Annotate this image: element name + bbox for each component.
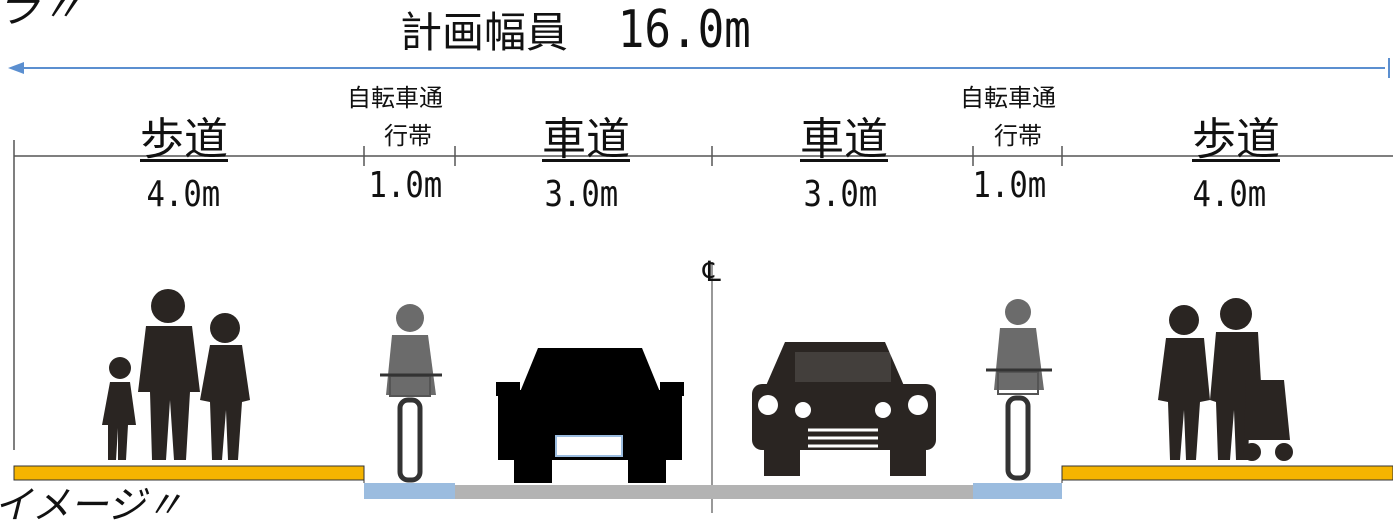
section-bike-right-width: 1.0m xyxy=(972,165,1047,206)
top-left-fragment: ラ〃 xyxy=(0,0,84,33)
section-sidewalk-right-label: 歩道 xyxy=(1192,114,1280,165)
centerline-symbol: ℄ xyxy=(699,255,725,288)
sidewalk-left-surface xyxy=(13,465,365,481)
pedestrian-stroller-icon xyxy=(1158,298,1293,461)
bike-lane-right-surface xyxy=(973,483,1062,499)
section-sidewalk-left-width: 4.0m xyxy=(146,174,221,215)
cyclist-left-icon xyxy=(380,304,442,483)
section-bike-left-label-line2: 行帯 xyxy=(384,122,432,150)
section-bike-right-label-line2: 行帯 xyxy=(994,122,1042,150)
page-title: 計画幅員 16.0m xyxy=(400,4,763,56)
title-label: 計画幅員 xyxy=(400,8,569,57)
section-roadway-right-width: 3.0m xyxy=(803,174,878,215)
section-sidewalk-left-label: 歩道 xyxy=(140,114,228,165)
overall-dimension-arrow xyxy=(8,58,1390,78)
car-front-icon xyxy=(752,342,936,476)
section-bike-right-label-line1: 自転車通 xyxy=(960,84,1056,112)
section-roadway-left-width: 3.0m xyxy=(544,174,619,215)
cyclist-right-icon xyxy=(986,299,1052,481)
bike-lane-left-surface xyxy=(364,483,455,499)
section-sidewalk-right-width: 4.0m xyxy=(1192,174,1267,215)
section-bike-left-label-line1: 自転車通 xyxy=(347,84,443,112)
cross-section-diagram xyxy=(8,58,1393,513)
car-rear-icon xyxy=(496,348,684,483)
bottom-left-fragment: イメージ〃 xyxy=(0,483,184,527)
roadway-surface xyxy=(455,485,973,499)
title-width: 16.0m xyxy=(617,0,752,60)
sidewalk-right-surface xyxy=(1061,465,1393,481)
section-dimension-line xyxy=(13,140,1393,450)
section-roadway-left-label: 車道 xyxy=(542,114,630,165)
pedestrian-family-icon xyxy=(102,289,250,460)
section-roadway-right-label: 車道 xyxy=(800,114,888,165)
section-bike-left-width: 1.0m xyxy=(368,165,443,206)
